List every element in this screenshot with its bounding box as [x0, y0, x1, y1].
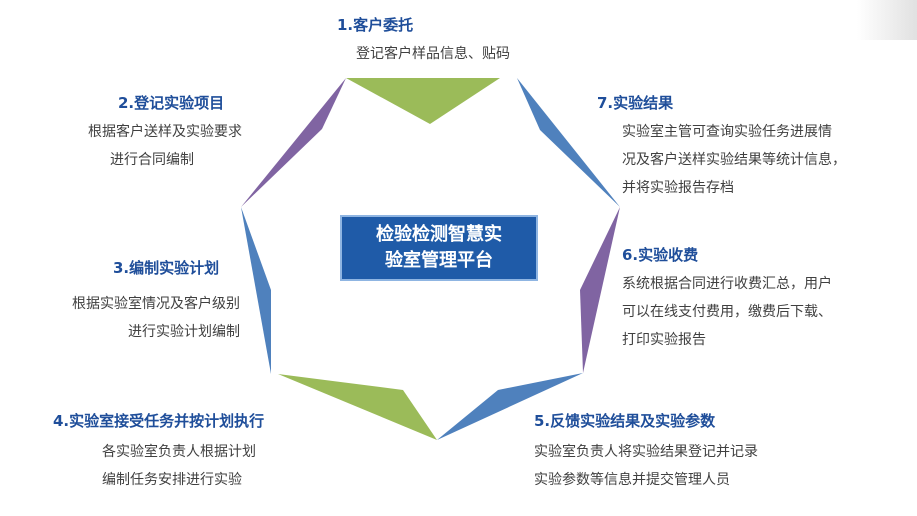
corner-shadow — [857, 0, 917, 40]
step-6-desc-line: 可以在线支付费用，缴费后下载、 — [622, 304, 832, 320]
step-7-desc-line: 况及客户送样实验结果等统计信息， — [622, 152, 846, 168]
center-title-line1: 检验检测智慧实 — [376, 224, 502, 245]
step-7-title: 7.实验结果 — [597, 94, 674, 112]
step-4-title: 4.实验室接受任务并按计划执行 — [53, 412, 265, 430]
center-title-line2: 验室管理平台 — [385, 250, 493, 271]
star-point-1 — [346, 78, 500, 124]
step-2-desc-line: 根据客户送样及实验要求 — [88, 124, 242, 140]
star-point-5 — [437, 373, 583, 440]
star-point-4 — [278, 374, 437, 440]
step-5-desc-line: 实验室负责人将实验结果登记并记录 — [534, 444, 758, 460]
step-6-title: 6.实验收费 — [622, 246, 699, 264]
step-2-desc-line: 进行合同编制 — [110, 152, 194, 168]
step-1-desc-line: 登记客户样品信息、贴码 — [356, 46, 510, 62]
star-point-7 — [517, 78, 620, 207]
step-3-title: 3.编制实验计划 — [113, 259, 220, 277]
step-7-desc-line: 并将实验报告存档 — [622, 180, 734, 196]
step-1-desc: 登记客户样品信息、贴码 — [318, 40, 548, 68]
step-7-desc-line: 实验室主管可查询实验任务进展情 — [622, 124, 832, 140]
step-5-desc: 实验室负责人将实验结果登记并记录 实验参数等信息并提交管理人员 — [534, 438, 758, 494]
step-5-title: 5.反馈实验结果及实验参数 — [534, 412, 716, 430]
step-2-desc: 根据客户送样及实验要求 进行合同编制 — [30, 118, 242, 174]
step-4-desc-line: 编制任务安排进行实验 — [102, 472, 242, 488]
step-6-desc-line: 打印实验报告 — [622, 332, 706, 348]
step-3-desc-line: 根据实验室情况及客户级别 — [72, 296, 240, 312]
step-4-desc-line: 各实验室负责人根据计划 — [102, 444, 256, 460]
step-3-desc-line: 进行实验计划编制 — [128, 324, 240, 340]
step-4-desc: 各实验室负责人根据计划 编制任务安排进行实验 — [102, 438, 256, 494]
step-3-desc: 根据实验室情况及客户级别 进行实验计划编制 — [12, 290, 240, 346]
step-7-desc: 实验室主管可查询实验任务进展情 况及客户送样实验结果等统计信息， 并将实验报告存… — [622, 118, 846, 202]
step-6-desc: 系统根据合同进行收费汇总，用户 可以在线支付费用，缴费后下载、 打印实验报告 — [622, 270, 832, 354]
step-1-title: 1.客户委托 — [337, 16, 414, 34]
star-point-6 — [580, 207, 620, 373]
step-6-desc-line: 系统根据合同进行收费汇总，用户 — [622, 276, 832, 292]
star-point-3 — [241, 207, 271, 374]
step-5-desc-line: 实验参数等信息并提交管理人员 — [534, 472, 730, 488]
step-2-title: 2.登记实验项目 — [118, 94, 225, 112]
center-box: 检验检测智慧实 验室管理平台 — [340, 215, 538, 281]
star-point-2 — [241, 78, 346, 207]
